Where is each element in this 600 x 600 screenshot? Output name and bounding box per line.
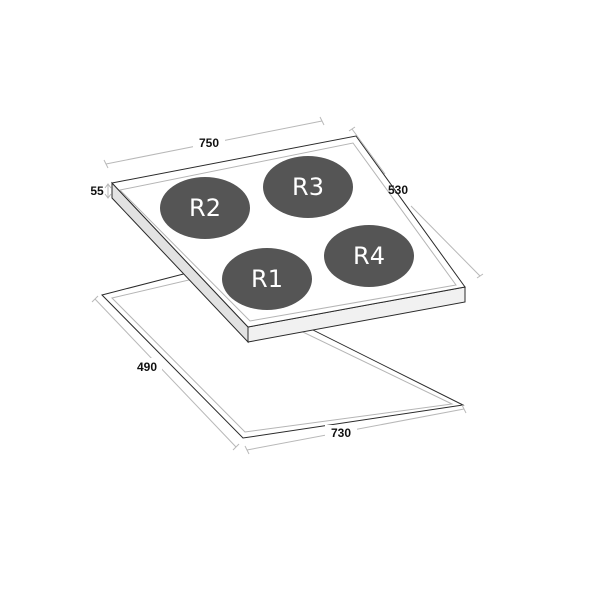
zone-r3: R3 [263, 156, 353, 218]
dimension-hob-depth: 530 [348, 126, 484, 279]
dimension-hob-width: 750 [103, 116, 325, 169]
dimension-hob-thickness-label: 55 [90, 184, 104, 198]
dimension-cutout-width-label: 730 [331, 426, 351, 440]
zone-r4-label: R4 [353, 242, 385, 270]
dimension-hob-depth-label: 530 [388, 183, 408, 197]
zone-r2-plate [160, 177, 250, 239]
zone-r4-plate [324, 225, 414, 287]
zone-r4: R4 [324, 225, 414, 287]
zone-r3-plate [263, 156, 353, 218]
dimension-hob-thickness: 55 [90, 183, 112, 199]
zone-r1: R1 [222, 248, 312, 310]
zone-r1-plate [222, 248, 312, 310]
hob: R2 R3 R1 R4 [111, 135, 466, 344]
zone-r3-label: R3 [292, 173, 324, 201]
dimension-cutout-depth-label: 490 [137, 360, 157, 374]
zone-r1-label: R1 [251, 265, 283, 293]
zone-r2-label: R2 [189, 194, 221, 222]
dimension-cutout-width: 730 [244, 404, 467, 455]
dimension-hob-width-label: 750 [199, 136, 219, 150]
dimension-cutout-depth: 490 [91, 295, 240, 451]
hob-bevel [118, 142, 457, 322]
cutout-frame [101, 270, 465, 439]
zone-r2: R2 [160, 177, 250, 239]
